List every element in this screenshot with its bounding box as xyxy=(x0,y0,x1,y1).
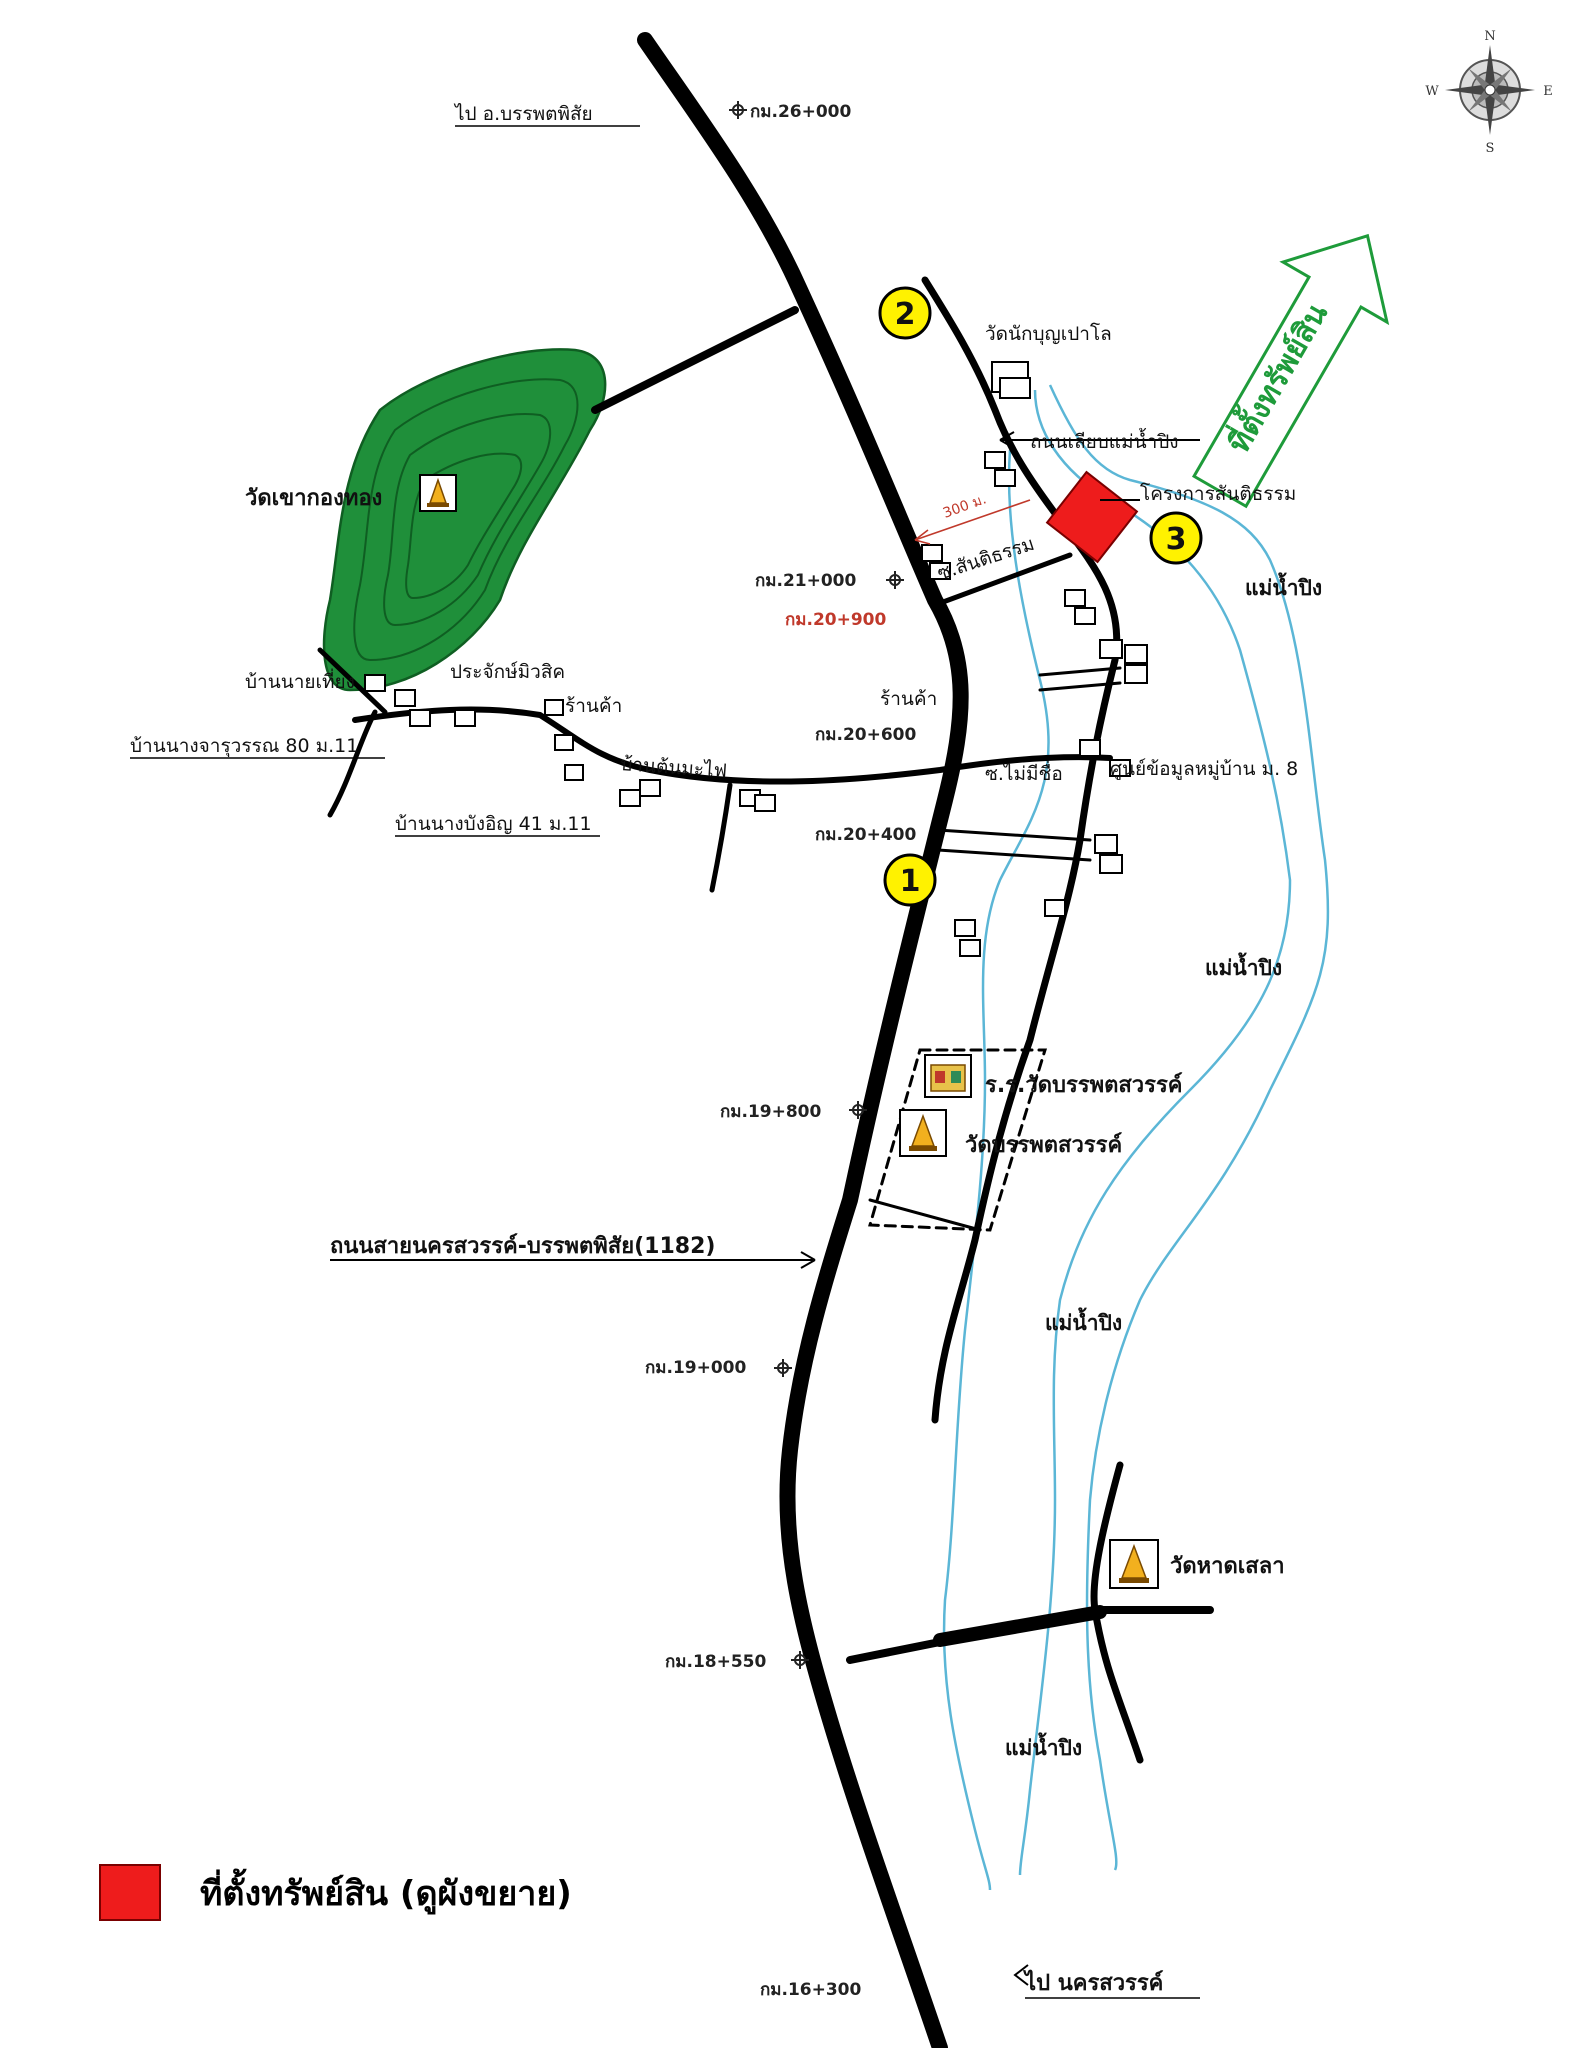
label-ban-ton-makham: บ้านต้นมะไฟ xyxy=(620,753,728,782)
property-arrow xyxy=(1191,233,1390,509)
property-location xyxy=(1045,470,1139,564)
compass-rose-icon: N S E W xyxy=(1425,29,1552,156)
km-20-6: กม.20+600 xyxy=(815,725,917,745)
label-shop-1: ร้านค้า xyxy=(565,695,622,717)
label-ban-nang-wanpen: บ้านนางบังอิญ 41 ม.11 xyxy=(395,813,592,835)
km-20-4: กม.20+400 xyxy=(815,825,917,845)
label-to-nakhonsawan: ไป นครสวรรค์ xyxy=(1023,1969,1163,1996)
school-icon xyxy=(924,1054,972,1098)
label-shop-2: ร้านค้า xyxy=(880,688,937,710)
river-label-1: แม่น้ำปิง xyxy=(1245,572,1322,600)
label-highway: ถนนสายนครสวรรค์-บรรพตพิสัย(1182) xyxy=(330,1233,715,1259)
marker-3-label: 3 xyxy=(1166,522,1187,557)
legend-label: ที่ตั้งทรัพย์สิน (ดูผังขยาย) xyxy=(200,1868,572,1915)
river-label-2: แม่น้ำปิง xyxy=(1205,952,1282,980)
km-21: กม.21+000 xyxy=(755,571,857,591)
label-santitham-soi: ซ.สันติธรรม xyxy=(935,533,1037,585)
label-ban-nang-jaruwan: บ้านนางจารุวรรณ 80 ม.11 xyxy=(130,735,358,758)
marker-3: 3 xyxy=(1149,511,1203,565)
label-santitham-project: โครงการสันติธรรม xyxy=(1140,482,1296,505)
compass-e: E xyxy=(1543,84,1553,99)
label-wat-nak-bun: วัดนักบุญเปาโล xyxy=(985,322,1112,346)
temple-icon-khao-kong-thong xyxy=(419,474,457,512)
km-19: กม.19+000 xyxy=(645,1358,747,1378)
km-16-3: กม.16+300 xyxy=(760,1980,862,2000)
secondary-roads xyxy=(317,276,1214,1764)
label-village-info-center: ศูนย์ข้อมูลหมู่บ้าน ม. 8 xyxy=(1110,758,1298,780)
legend: ที่ตั้งทรัพย์สิน (ดูผังขยาย) xyxy=(99,1864,572,1921)
marker-1-label: 1 xyxy=(900,864,921,899)
label-wat-hat-sala: วัดหาดเสลา xyxy=(1170,1554,1285,1579)
temple-icon-hat-sala xyxy=(1109,1539,1159,1589)
compass-w: W xyxy=(1425,84,1439,99)
river-label-3: แม่น้ำปิง xyxy=(1045,1307,1122,1335)
river-road-pointer xyxy=(999,431,1200,501)
label-wat-banphot: วัดบรรพตสวรรค์ xyxy=(965,1132,1122,1158)
label-prasit-shop: ประจักษ์มิวสิค xyxy=(450,661,565,683)
label-wat-khao-kong-thong: วัดเขากองทอง xyxy=(245,486,382,511)
marker-2-label: 2 xyxy=(895,297,916,332)
label-river-road: ถนนเลียบแม่น้ำปิง xyxy=(1030,428,1179,453)
compass-s: S xyxy=(1486,141,1495,156)
compass-n: N xyxy=(1484,29,1495,44)
marker-2: 2 xyxy=(878,286,932,340)
km-20-9: กม.20+900 xyxy=(785,610,887,630)
km-18-55: กม.18+550 xyxy=(665,1652,767,1672)
label-school: ร.ร.วัดบรรพตสวรรค์ xyxy=(985,1072,1183,1098)
legend-swatch xyxy=(99,1864,161,1921)
km-crosses xyxy=(729,101,904,1669)
houses xyxy=(364,361,1148,957)
river-label-4: แม่น้ำปิง xyxy=(1005,1732,1082,1760)
highway-pointer xyxy=(330,1251,816,1269)
marker-1: 1 xyxy=(883,853,937,907)
label-soi-mai-mi-chue: ซ.ไม่มีชื่อ xyxy=(985,760,1063,785)
km-26: กม.26+000 xyxy=(750,102,852,122)
main-highway xyxy=(637,32,969,2048)
distance-300-arrow xyxy=(914,499,1031,545)
km-19-8: กม.19+800 xyxy=(720,1102,822,1122)
hill xyxy=(322,348,607,692)
label-to-banphot: ไป อ.บรรพตพิสัย xyxy=(453,103,593,125)
temple-icon-banphot xyxy=(899,1109,947,1157)
label-ban-nai-somjai: บ้านนายเที่ยง xyxy=(245,668,355,693)
